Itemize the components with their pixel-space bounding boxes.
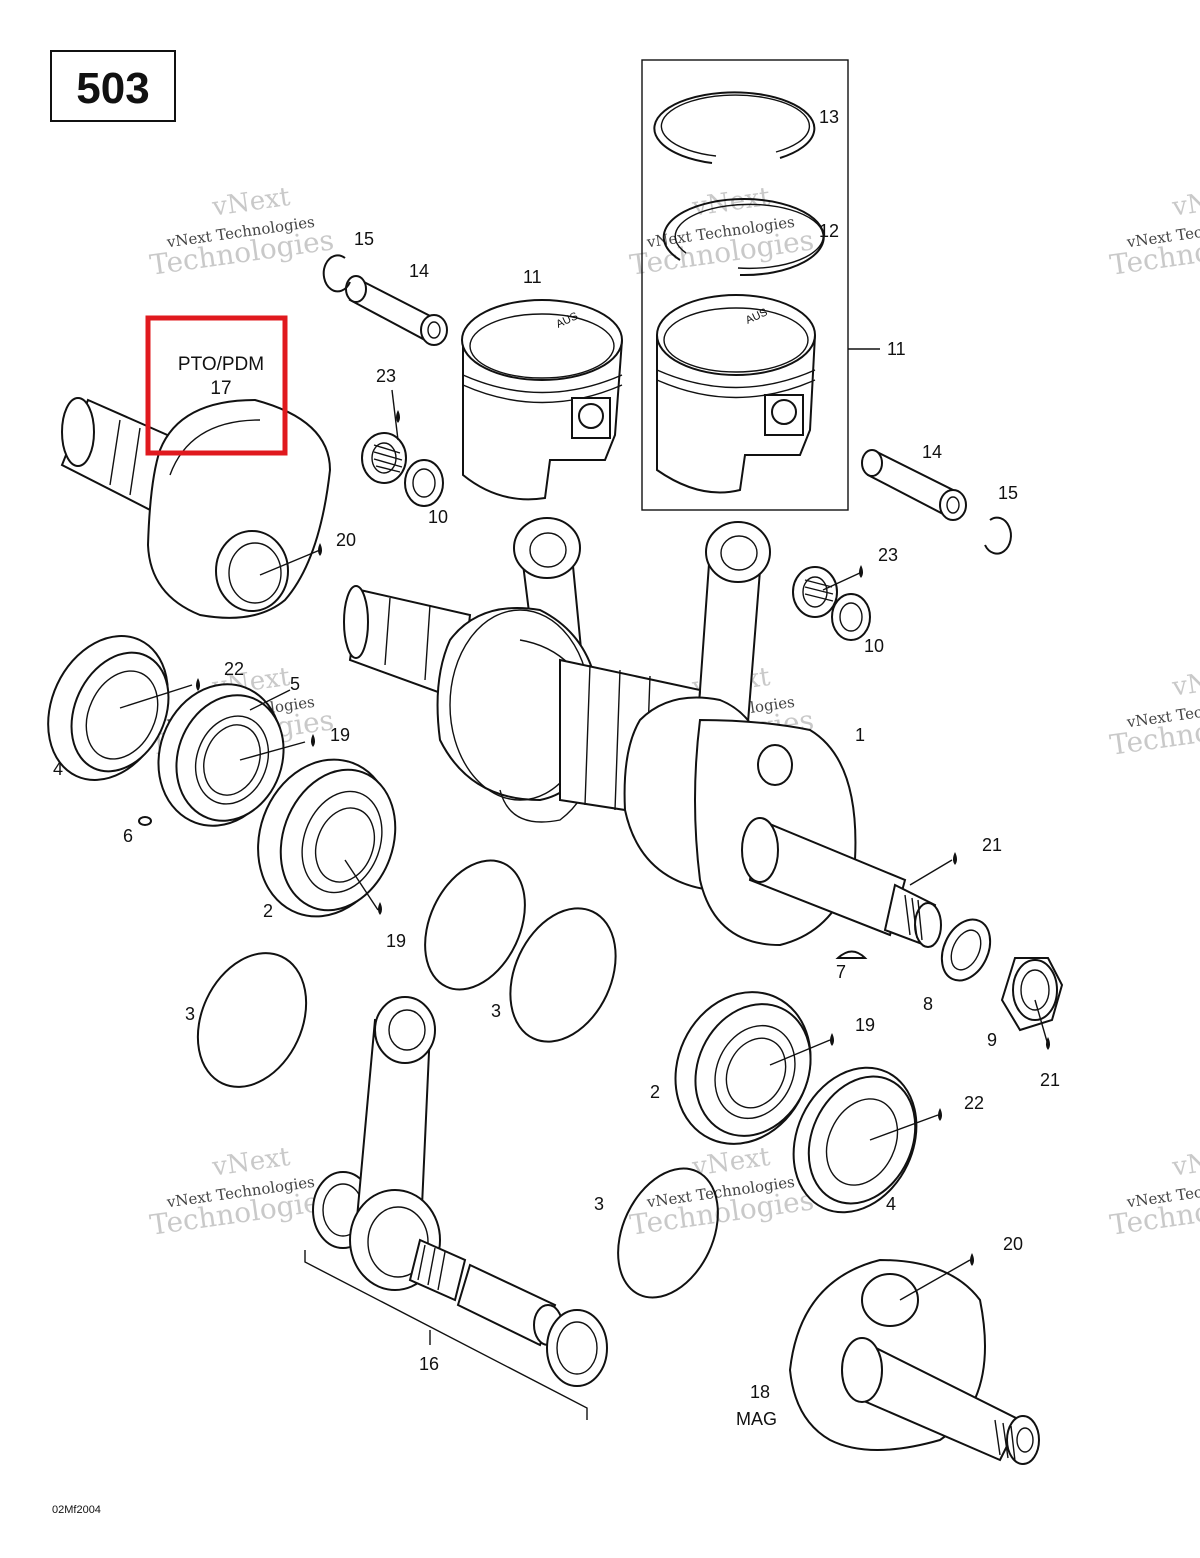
ball-bearing-2 bbox=[257, 758, 397, 918]
callout-14: 14 bbox=[922, 442, 942, 462]
callout-5: 5 bbox=[290, 674, 300, 694]
callout-16: 16 bbox=[419, 1354, 439, 1374]
mag-label: MAG bbox=[736, 1409, 777, 1429]
piston-pin-14 bbox=[345, 275, 448, 346]
circlip-15 bbox=[984, 516, 1012, 555]
callout-2: 2 bbox=[263, 901, 273, 921]
highlight-label: PTO/PDM bbox=[178, 354, 264, 375]
mag-crank-half-18 bbox=[788, 1258, 1040, 1465]
dowel-pin-6 bbox=[138, 816, 152, 826]
callout-12: 12 bbox=[819, 221, 839, 241]
circlip-15 bbox=[322, 254, 351, 293]
watermark: vNext vNext Technologies Technologies bbox=[1108, 662, 1200, 762]
callout-18: 18 bbox=[750, 1382, 770, 1402]
watermark: vNext vNext Technologies Technologies bbox=[148, 1142, 336, 1242]
callout-3: 3 bbox=[185, 1004, 195, 1024]
callout-20: 20 bbox=[1003, 1234, 1023, 1254]
nut-9 bbox=[1000, 957, 1064, 1032]
svg-text:vNext: vNext bbox=[1170, 182, 1200, 223]
page-number: 503 bbox=[76, 64, 149, 113]
highlight-number: 17 bbox=[210, 378, 231, 399]
callout-labels: 1 2 2 3 3 3 3 4 4 5 6 7 8 9 10 10 11 11 … bbox=[53, 107, 1060, 1429]
callout-19: 19 bbox=[330, 725, 350, 745]
connecting-rod-kit-16 bbox=[304, 996, 608, 1420]
highlight-frame bbox=[145, 315, 288, 456]
callout-22: 22 bbox=[964, 1093, 984, 1113]
callout-8: 8 bbox=[923, 994, 933, 1014]
callout-7: 7 bbox=[836, 962, 846, 982]
callout-19: 19 bbox=[386, 931, 406, 951]
seal-4 bbox=[792, 1066, 918, 1214]
watermark: vNext vNext Technologies Technologies bbox=[628, 182, 816, 282]
callout-2: 2 bbox=[650, 1082, 660, 1102]
callout-4: 4 bbox=[886, 1194, 896, 1214]
o-ring-3 bbox=[509, 907, 617, 1043]
callout-21: 21 bbox=[1040, 1070, 1060, 1090]
lock-washer-8 bbox=[940, 918, 992, 982]
callout-9: 9 bbox=[987, 1030, 997, 1050]
piston-11: AUS bbox=[461, 299, 623, 501]
svg-text:vNext: vNext bbox=[1170, 1142, 1200, 1183]
thrust-washer-10 bbox=[831, 593, 871, 641]
o-ring-3 bbox=[424, 859, 526, 991]
o-ring-3 bbox=[617, 1167, 719, 1299]
piston-pin-14 bbox=[861, 449, 967, 521]
callout-3: 3 bbox=[491, 1001, 501, 1021]
callout-14: 14 bbox=[409, 261, 429, 281]
thrust-washer-10 bbox=[404, 459, 444, 507]
callout-21: 21 bbox=[982, 835, 1002, 855]
watermark: vNext vNext Technologies Technologies bbox=[1108, 182, 1200, 282]
o-ring-3 bbox=[196, 952, 308, 1088]
seal-4 bbox=[47, 635, 170, 781]
callout-1: 1 bbox=[855, 725, 865, 745]
callout-11: 11 bbox=[887, 339, 906, 359]
crankshaft-1 bbox=[343, 585, 942, 948]
piston-11-boxed: AUS bbox=[656, 294, 816, 494]
callout-23: 23 bbox=[878, 545, 898, 565]
svg-text:vNext: vNext bbox=[1170, 662, 1200, 703]
needle-bearing-23 bbox=[361, 432, 407, 484]
roller-bearing-5 bbox=[157, 683, 285, 827]
callout-10: 10 bbox=[428, 507, 448, 527]
needle-bearing-23 bbox=[792, 566, 838, 618]
key-7 bbox=[835, 950, 868, 959]
page-number-box: 503 bbox=[50, 50, 176, 122]
callout-10: 10 bbox=[864, 636, 884, 656]
piston-ring-13 bbox=[653, 91, 816, 164]
piston-ring-12 bbox=[662, 198, 825, 277]
callout-15: 15 bbox=[998, 483, 1018, 503]
leader-lines bbox=[119, 389, 1049, 1301]
pto-pdm-highlight: PTO/PDM 17 bbox=[145, 315, 288, 456]
ball-bearing-2 bbox=[674, 991, 812, 1145]
callout-19: 19 bbox=[855, 1015, 875, 1035]
piston-kit-frame bbox=[641, 59, 849, 511]
watermark: vNext vNext Technologies Technologies bbox=[628, 1142, 816, 1242]
callout-20: 20 bbox=[336, 530, 356, 550]
callout-15: 15 bbox=[354, 229, 374, 249]
callout-22: 22 bbox=[224, 659, 244, 679]
callout-11: 11 bbox=[523, 267, 542, 287]
callout-4: 4 bbox=[53, 759, 63, 779]
figure-code: 02Mf2004 bbox=[52, 1504, 101, 1516]
watermark: vNext vNext Technologies Technologies bbox=[148, 182, 336, 282]
callout-6: 6 bbox=[123, 826, 133, 846]
callout-3: 3 bbox=[594, 1194, 604, 1214]
pto-crank-half-17 bbox=[60, 397, 332, 619]
watermark: vNext vNext Technologies Technologies bbox=[1108, 1142, 1200, 1242]
callout-23: 23 bbox=[376, 366, 396, 386]
callout-13: 13 bbox=[819, 107, 839, 127]
